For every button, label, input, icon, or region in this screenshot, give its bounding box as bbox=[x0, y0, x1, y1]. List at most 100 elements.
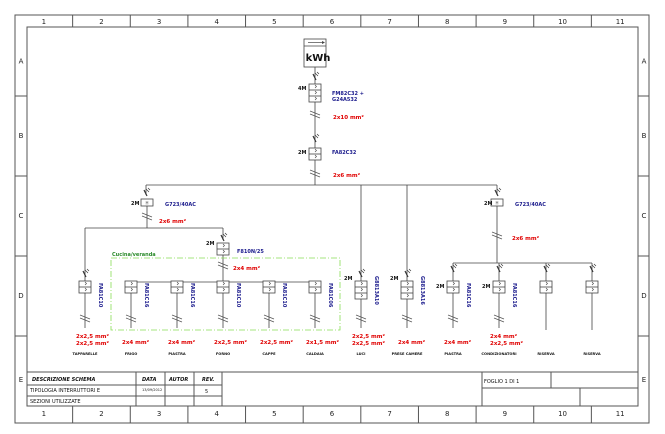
title-block: DESCRIZIONE SCHEMA DATA AUTOR REV. TIPOL… bbox=[27, 371, 638, 406]
cable-marker-icon bbox=[263, 314, 275, 323]
circuit-code: FA81C16 bbox=[465, 283, 471, 308]
circuit-5: FA81C10 2x2,5 mm² CAPPE bbox=[260, 283, 293, 356]
circuit-label: CALDAIA bbox=[306, 352, 324, 356]
circuit-label: PIASTRA bbox=[168, 352, 186, 356]
circuit-section: 2x4 mm² bbox=[398, 339, 426, 346]
circuit-breaker-icon bbox=[308, 280, 322, 294]
column-label-bottom: 10 bbox=[558, 410, 567, 418]
cable-marker-icon bbox=[309, 110, 321, 119]
circuit-label: FRIGO bbox=[125, 352, 138, 356]
row-label-right: E bbox=[642, 376, 646, 384]
switch-contact-icon bbox=[404, 268, 412, 278]
circuit-breaker-icon bbox=[262, 280, 276, 294]
inner-border bbox=[26, 26, 639, 407]
cable-marker-icon bbox=[493, 314, 505, 323]
column-label-top: 10 bbox=[558, 18, 567, 26]
rcd-right-section: 2x6 mm² bbox=[512, 235, 540, 242]
title-rev-value: 5 bbox=[205, 389, 208, 395]
circuit-label: CAPPE bbox=[262, 352, 276, 356]
row-label-left: A bbox=[19, 58, 24, 66]
zone-label: Cucina/veranda bbox=[112, 252, 156, 258]
circuit-3: FA81C16 2x4 mm² PIASTRA bbox=[168, 283, 196, 356]
circuit-breaker-icon bbox=[585, 280, 599, 294]
switch-contact-icon bbox=[143, 187, 151, 197]
circuit-6: FA81C06 2x1,5 mm² CALDAIA bbox=[306, 283, 339, 356]
general-switch-code: FA82C32 bbox=[332, 150, 357, 156]
circuit-breaker-icon bbox=[354, 280, 368, 300]
energy-meter: kWh bbox=[303, 38, 330, 68]
column-label-bottom: 1 bbox=[42, 410, 46, 418]
circuit-modules: 2M bbox=[344, 276, 352, 282]
row-label-left: E bbox=[19, 376, 23, 384]
main-breaker-code: FM82C32 + bbox=[332, 91, 364, 97]
rcd-right-modules: 2M bbox=[484, 201, 492, 207]
column-label-top: 8 bbox=[445, 18, 449, 26]
circuit-section-2: 2x2,5 mm² bbox=[76, 340, 109, 347]
cable-marker-icon bbox=[79, 314, 91, 323]
cable-marker-icon bbox=[447, 314, 459, 323]
column-label-top: 2 bbox=[99, 18, 103, 26]
column-label-bottom: 2 bbox=[99, 410, 103, 418]
circuit-modules: 2M bbox=[482, 284, 490, 290]
circuit-label: RISERVA bbox=[583, 352, 600, 356]
cable-marker-icon bbox=[401, 314, 413, 323]
circuit-modules: 2M bbox=[390, 276, 398, 282]
switch-contact-icon bbox=[82, 268, 90, 278]
column-label-top: 11 bbox=[616, 18, 625, 26]
circuit-code: FA81C10 bbox=[97, 283, 103, 308]
main-breaker-section: 2x10 mm² bbox=[333, 114, 364, 121]
circuit-section: 2x2,5 mm² bbox=[260, 339, 293, 346]
circuit-code: FA81C16 bbox=[189, 283, 195, 308]
cable-marker-icon bbox=[355, 314, 367, 323]
sub-breaker-icon bbox=[216, 242, 230, 256]
circuit-section: 2x4 mm² bbox=[444, 339, 472, 346]
row-label-left: B bbox=[19, 132, 24, 140]
circuit-section: 2x2,5 mm² bbox=[76, 333, 109, 340]
circuit-breaker-icon bbox=[78, 280, 92, 294]
circuit-section: 2x4 mm² bbox=[168, 339, 196, 346]
column-label-top: 3 bbox=[157, 18, 161, 26]
column-label-bottom: 3 bbox=[157, 410, 161, 418]
circuit-code: FA81C06 bbox=[327, 283, 333, 308]
row-label-right: D bbox=[641, 292, 646, 300]
row-label-right: A bbox=[642, 58, 647, 66]
cable-marker-icon bbox=[309, 169, 321, 178]
column-label-top: 9 bbox=[503, 18, 507, 26]
cable-marker-icon bbox=[217, 261, 229, 270]
cable-marker-icon bbox=[141, 212, 153, 221]
circuit-section: 2x1,5 mm² bbox=[306, 339, 339, 346]
column-label-bottom: 8 bbox=[445, 410, 449, 418]
switch-contact-icon bbox=[312, 71, 320, 81]
circuit-code: FA81C16 bbox=[143, 283, 149, 308]
sheet-number: FOGLIO 1 DI 1 bbox=[484, 379, 519, 385]
circuit-breaker-icon bbox=[170, 280, 184, 294]
circuit-section: 2x2,5 mm² bbox=[214, 339, 247, 346]
column-label-top: 6 bbox=[330, 18, 335, 26]
circuit-section: 2x4 mm² bbox=[490, 333, 518, 340]
sub-breaker-section: 2x4 mm² bbox=[233, 265, 261, 272]
title-date-header: DATA bbox=[142, 377, 157, 383]
circuit-breaker-icon bbox=[400, 280, 414, 300]
circuit-code: G8813A16 bbox=[419, 276, 425, 305]
column-label-bottom: 11 bbox=[616, 410, 625, 418]
circuit-code: FA81C10 bbox=[281, 283, 287, 308]
switch-contact-icon bbox=[496, 263, 504, 273]
main-breaker-code-2: G24A532 bbox=[332, 97, 358, 103]
switch-contact-icon bbox=[220, 232, 228, 242]
drawing-frame bbox=[14, 14, 650, 424]
circuit-code: G8813A10 bbox=[373, 276, 379, 305]
general-switch-icon bbox=[308, 147, 322, 161]
switch-contact-icon bbox=[450, 263, 458, 273]
circuit-code: FA81C10 bbox=[235, 283, 241, 308]
title-desc-header: DESCRIZIONE SCHEMA bbox=[32, 377, 95, 383]
title-desc-line1: TIPOLOGIA INTERRUTTORI E bbox=[29, 388, 100, 394]
rcd-left-code: G723/40AC bbox=[165, 202, 196, 208]
column-label-top: 7 bbox=[387, 18, 391, 26]
switch-contact-icon bbox=[543, 263, 551, 273]
